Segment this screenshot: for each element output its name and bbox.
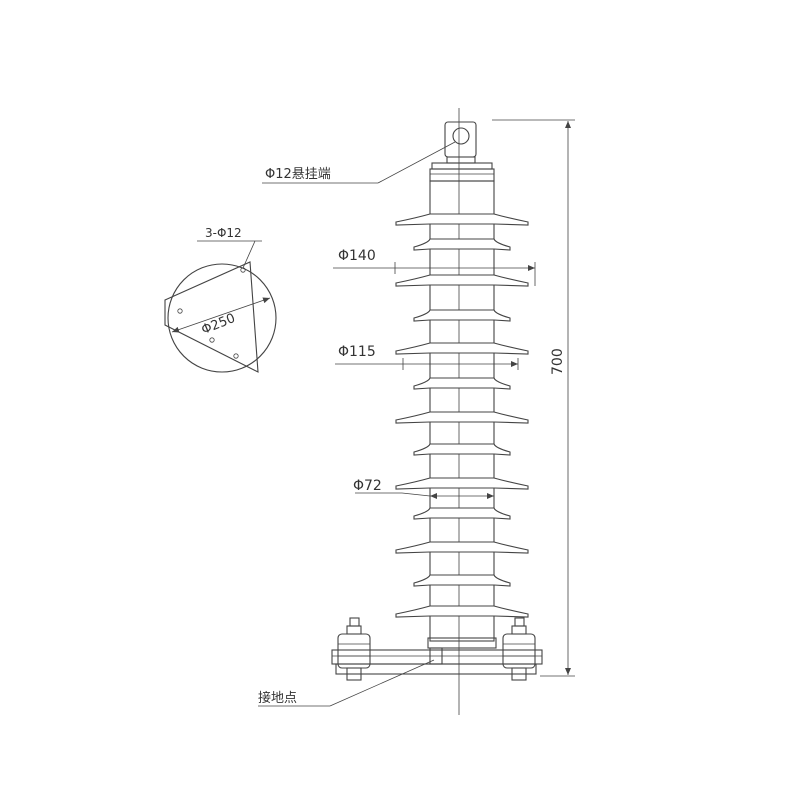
shed-2 (413, 238, 511, 251)
mounting-hole-4 (177, 308, 183, 314)
shed-1 (395, 213, 529, 226)
left-insulating-bolt (337, 617, 371, 681)
base-plate-top-view: 3-Φ12 Φ250 (164, 226, 277, 373)
shed-5 (395, 342, 529, 355)
base-plate (331, 649, 543, 665)
hole-pattern-leader-tick (242, 240, 256, 269)
hanging-hole (452, 127, 470, 145)
arrester-elevation (331, 108, 543, 715)
shed-stack (395, 213, 529, 618)
top-end-fitting (431, 162, 493, 170)
shed-4 (413, 309, 511, 322)
shed-large-label: Φ140 (338, 248, 376, 264)
shed-13 (395, 605, 529, 618)
shed-6 (413, 377, 511, 390)
shed-12 (413, 574, 511, 587)
base-assembly (331, 617, 543, 681)
base-diameter-label: Φ250 (199, 311, 237, 338)
shed-9 (395, 477, 529, 490)
shed-small-label: Φ115 (338, 344, 376, 360)
right-insulating-bolt (502, 617, 536, 681)
base-diameter-dimension-line (171, 297, 271, 333)
mounting-hole-2 (209, 337, 215, 343)
shed-8 (413, 443, 511, 456)
grounding-point-label: 接地点 (258, 690, 297, 706)
shed-10 (413, 507, 511, 520)
grounding-stud (429, 647, 443, 665)
base-plate-circle (167, 263, 277, 373)
shed-7 (395, 411, 529, 424)
hanging-terminal (429, 121, 495, 182)
mounting-hole-3 (233, 353, 239, 359)
arrester-core-housing (429, 180, 495, 642)
dimensions: Φ140 Φ115 Φ72 700 Φ12悬挂端 接地点 (258, 119, 575, 707)
hole-pattern-label: 3-Φ12 (205, 226, 242, 240)
shed-11 (395, 541, 529, 554)
core-label: Φ72 (353, 478, 382, 494)
height-label: 700 (550, 348, 566, 375)
hanging-end-label: Φ12悬挂端 (265, 167, 331, 182)
shed-3 (395, 274, 529, 287)
triangular-mounting-flange (164, 261, 259, 373)
